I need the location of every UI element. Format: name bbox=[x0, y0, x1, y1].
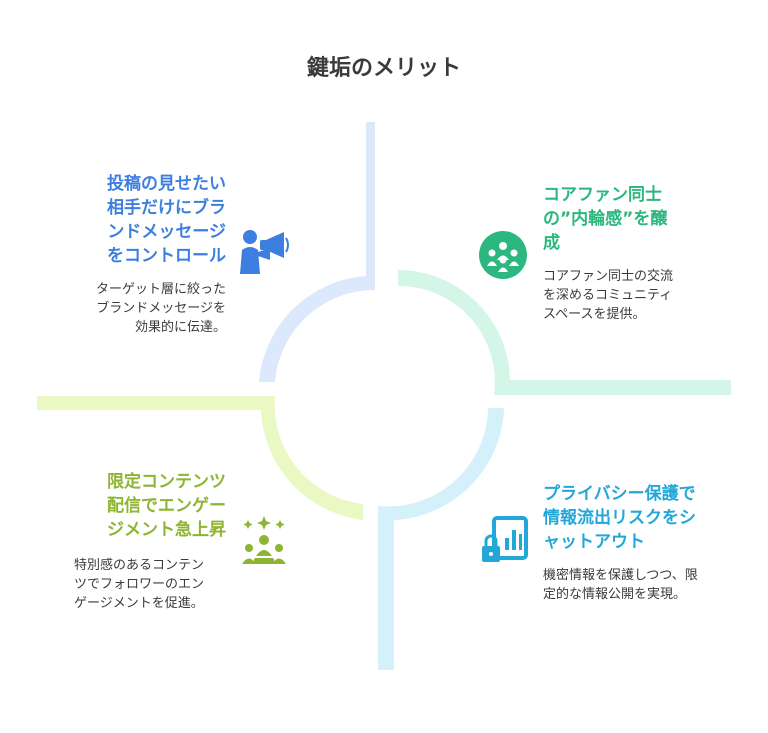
heading-line: 限定コンテンツ bbox=[107, 472, 226, 492]
heading-brand-message: 投稿の見せたい 相手だけにブラ ンドメッセージ をコントロール bbox=[40, 172, 226, 268]
heading-line: ンドメッセージ bbox=[107, 222, 226, 242]
desc-line: 定的な情報公開を実現。 bbox=[543, 587, 687, 602]
heading-line: の”内輪感”を醸 bbox=[543, 209, 668, 229]
desc-line: 特別感のあるコンテン bbox=[74, 558, 205, 573]
megaphone-person-icon bbox=[240, 230, 289, 274]
arc-bottom-left bbox=[37, 396, 363, 520]
heading-line: ャットアウト bbox=[543, 532, 645, 552]
community-group-icon bbox=[479, 231, 527, 279]
arc-top-left bbox=[259, 122, 375, 382]
heading-line: をコントロール bbox=[107, 246, 226, 266]
desc-line: コアファン同士の交流 bbox=[543, 269, 674, 284]
desc-core-fans: コアファン同士の交流 を深めるコミュニティ スペースを提供。 bbox=[543, 267, 743, 324]
desc-line: ツでフォロワーのエン bbox=[74, 577, 205, 592]
page-title: 鍵垢のメリット bbox=[306, 56, 461, 81]
heading-line: プライバシー保護で bbox=[543, 484, 696, 504]
desc-line: 効果的に伝達。 bbox=[134, 320, 226, 335]
heading-line: 成 bbox=[543, 233, 560, 253]
desc-line: を深めるコミュニティ bbox=[543, 288, 673, 303]
arc-top-right bbox=[398, 270, 731, 395]
desc-line: 機密情報を保護しつつ、限 bbox=[543, 568, 698, 583]
arc-bottom-right bbox=[378, 408, 504, 670]
locked-document-icon bbox=[482, 516, 528, 562]
desc-line: ターゲット層に絞った bbox=[95, 282, 226, 297]
desc-line: スペースを提供。 bbox=[543, 307, 646, 322]
desc-brand-message: ターゲット層に絞った ブランドメッセージを 効果的に伝達。 bbox=[40, 280, 226, 337]
desc-privacy: 機密情報を保護しつつ、限 定的な情報公開を実現。 bbox=[543, 566, 758, 604]
heading-line: ジメント急上昇 bbox=[107, 520, 226, 540]
sparkle-audience-icon bbox=[242, 516, 286, 564]
heading-line: 情報流出リスクをシ bbox=[543, 508, 696, 528]
desc-limited-content: 特別感のあるコンテン ツでフォロワーのエン ゲージメントを促進。 bbox=[74, 556, 244, 613]
heading-line: 投稿の見せたい bbox=[107, 174, 226, 194]
heading-core-fans: コアファン同士 の”内輪感”を醸 成 bbox=[543, 183, 743, 255]
desc-line: ブランドメッセージを bbox=[96, 301, 226, 316]
desc-line: ゲージメントを促進。 bbox=[74, 596, 204, 611]
heading-line: 相手だけにブラ bbox=[107, 198, 226, 218]
heading-limited-content: 限定コンテンツ 配信でエンゲー ジメント急上昇 bbox=[40, 470, 226, 542]
heading-line: 配信でエンゲー bbox=[107, 496, 226, 516]
heading-line: コアファン同士 bbox=[543, 185, 662, 205]
heading-privacy: プライバシー保護で 情報流出リスクをシ ャットアウト bbox=[543, 482, 758, 554]
